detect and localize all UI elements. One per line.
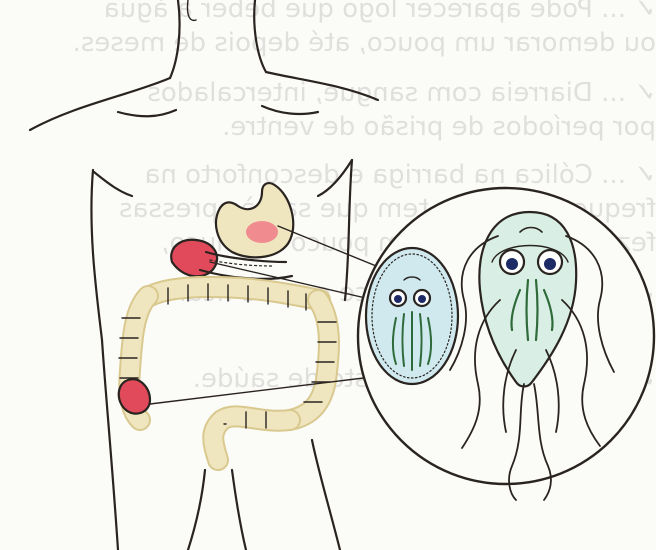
magnified-view [358,188,654,500]
giardia-cyst [366,248,458,384]
stomach [216,183,293,257]
large-intestine [119,284,336,460]
